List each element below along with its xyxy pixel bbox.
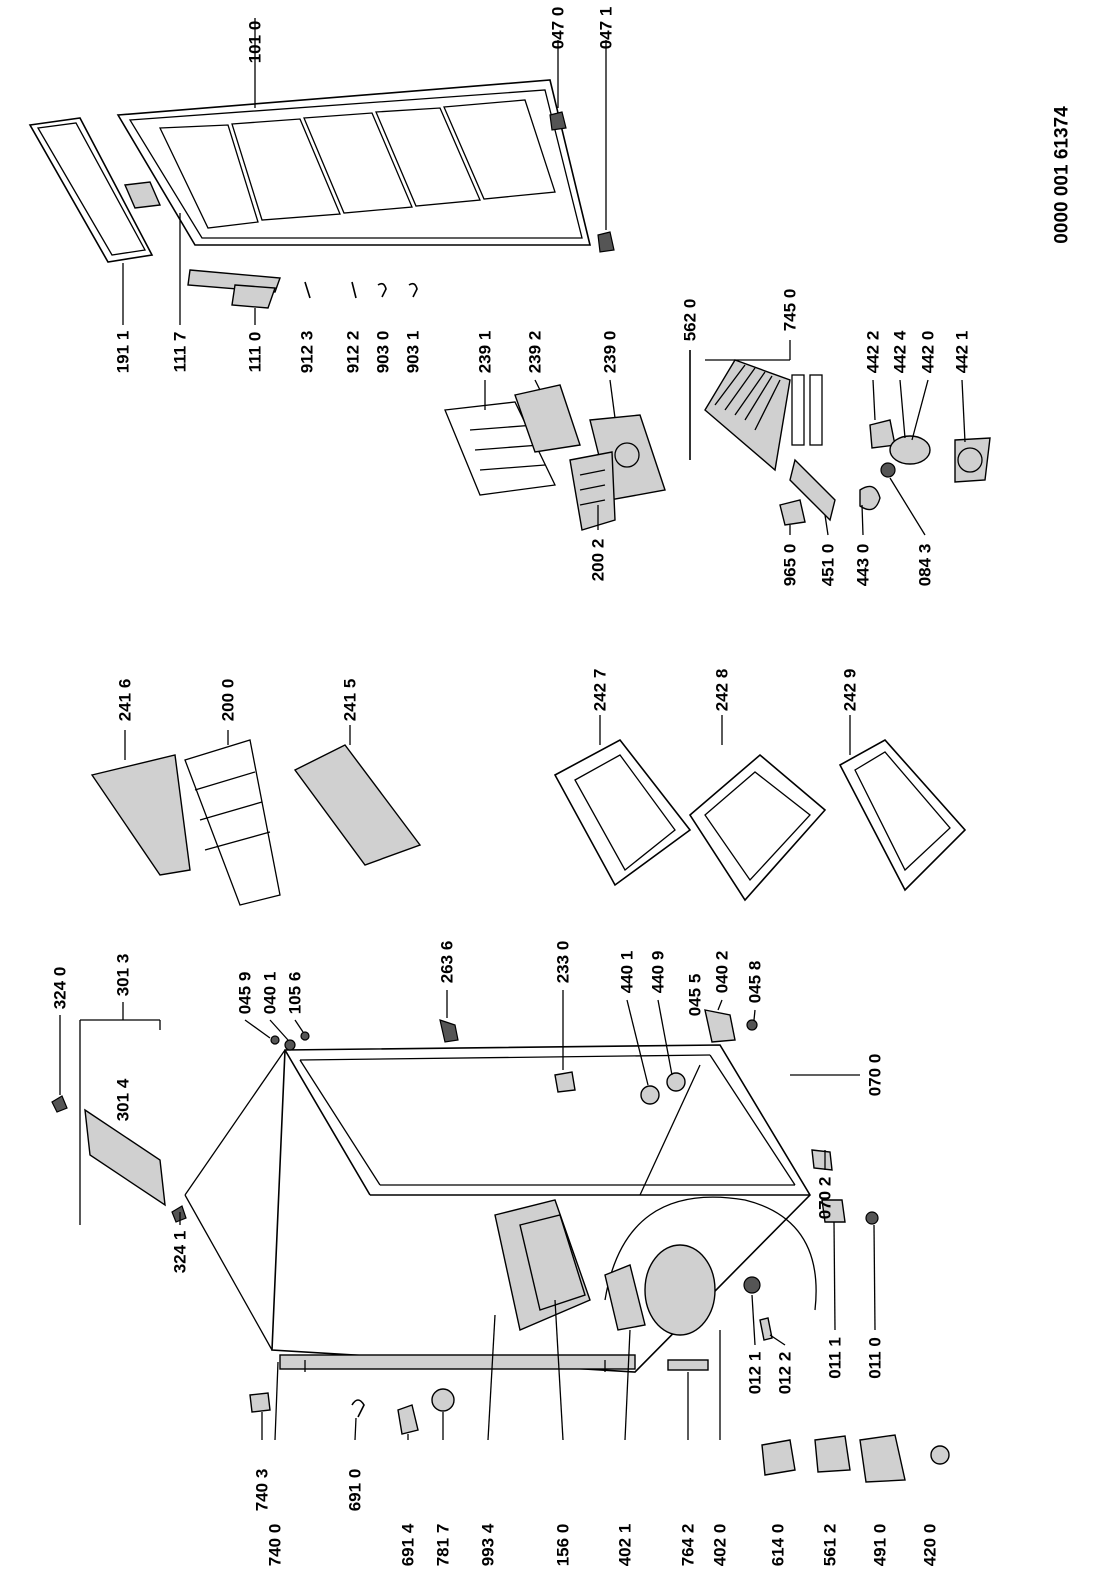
part-label-2391: 239 1 (475, 330, 495, 374)
part-label-2392: 239 2 (525, 330, 545, 374)
part-label-0122: 012 2 (775, 1351, 795, 1395)
part-label-2330: 233 0 (553, 940, 573, 984)
part-label-0843: 084 3 (915, 543, 935, 587)
part-label-5620: 562 0 (680, 298, 700, 342)
part-label-1560: 156 0 (553, 1523, 573, 1567)
door-part (116, 18, 592, 246)
part-label-2636: 263 6 (437, 940, 457, 984)
part-label-9650: 965 0 (780, 543, 800, 587)
body-small-parts (270, 1009, 879, 1225)
part-label-0121: 012 1 (745, 1351, 765, 1395)
part-label-2428: 242 8 (712, 668, 732, 712)
part-label-3241: 324 1 (170, 1230, 190, 1274)
clip-0471-part (597, 231, 615, 253)
evaporator-cover-group (444, 384, 666, 531)
part-label-0700: 070 0 (865, 1053, 885, 1097)
clip-0470-part (549, 111, 567, 131)
part-label-2390: 239 0 (600, 330, 620, 374)
part-label-1010: 101 0 (245, 20, 265, 64)
part-label-0470: 047 0 (548, 6, 568, 50)
part-label-4401: 440 1 (617, 950, 637, 994)
part-label-4430: 443 0 (853, 543, 873, 587)
part-label-7642: 764 2 (678, 1523, 698, 1567)
part-label-4020: 402 0 (710, 1523, 730, 1567)
part-label-1911: 191 1 (113, 330, 133, 374)
left-small-parts (249, 1388, 950, 1483)
part-label-4420: 442 0 (918, 330, 938, 374)
part-label-4021: 402 1 (615, 1523, 635, 1567)
part-label-2415: 241 5 (340, 678, 360, 722)
part-label-4510: 451 0 (818, 543, 838, 587)
part-label-0459: 045 9 (235, 971, 255, 1015)
top-panel-group (51, 1002, 187, 1225)
part-label-3013: 301 3 (113, 953, 133, 997)
part-label-4422: 442 2 (863, 330, 883, 374)
hinge-part (187, 269, 281, 325)
part-label-1117: 111 7 (170, 331, 190, 373)
fan-group (779, 419, 991, 526)
part-label-9030: 903 0 (373, 330, 393, 374)
part-label-2429: 242 9 (840, 668, 860, 712)
part-label-4409: 440 9 (648, 950, 668, 994)
part-label-7450: 745 0 (780, 288, 800, 332)
part-label-4200: 420 0 (920, 1523, 940, 1567)
part-label-9031: 903 1 (403, 330, 423, 374)
part-label-9122: 912 2 (343, 330, 363, 374)
document-id: 0000 001 61374 (1051, 106, 1073, 244)
cabinet-body (184, 1044, 812, 1373)
part-label-6910: 691 0 (345, 1468, 365, 1512)
part-label-0702: 070 2 (815, 1176, 835, 1220)
part-label-2416: 241 6 (115, 678, 135, 722)
part-label-4910: 491 0 (870, 1523, 890, 1567)
part-label-2002: 200 2 (588, 538, 608, 582)
part-label-6914: 691 4 (398, 1523, 418, 1567)
screws-group (304, 281, 418, 299)
part-label-1110: 111 0 (245, 331, 265, 373)
part-label-3240: 324 0 (50, 966, 70, 1010)
label-plate-part (123, 181, 162, 209)
part-label-9934: 993 4 (478, 1523, 498, 1567)
part-label-0471: 047 1 (596, 6, 616, 50)
part-label-7817: 781 7 (433, 1523, 453, 1567)
part-label-0458: 045 8 (745, 960, 765, 1004)
part-label-0111: 011 1 (825, 1337, 845, 1379)
part-label-4424: 442 4 (890, 330, 910, 374)
part-label-7403: 740 3 (252, 1468, 272, 1512)
part-label-2000: 200 0 (218, 678, 238, 722)
leader-lines (59, 379, 966, 1441)
part-label-0401: 040 1 (260, 971, 280, 1015)
part-label-0110: 011 0 (865, 1337, 885, 1379)
evaporator-coil-part (704, 340, 823, 472)
part-label-3014: 301 4 (113, 1078, 133, 1122)
door-gasket-part (28, 117, 154, 325)
shelves-drawers-group (90, 715, 967, 906)
part-label-0402: 040 2 (712, 950, 732, 994)
part-label-6140: 614 0 (768, 1523, 788, 1567)
part-label-5612: 561 2 (820, 1523, 840, 1567)
compressor-zone (494, 1196, 817, 1371)
part-label-2427: 242 7 (590, 668, 610, 712)
part-label-9123: 912 3 (297, 330, 317, 374)
part-label-7400: 740 0 (265, 1523, 285, 1567)
part-label-4421: 442 1 (952, 330, 972, 374)
part-label-1056: 105 6 (285, 971, 305, 1015)
part-label-0455: 045 5 (685, 973, 705, 1017)
